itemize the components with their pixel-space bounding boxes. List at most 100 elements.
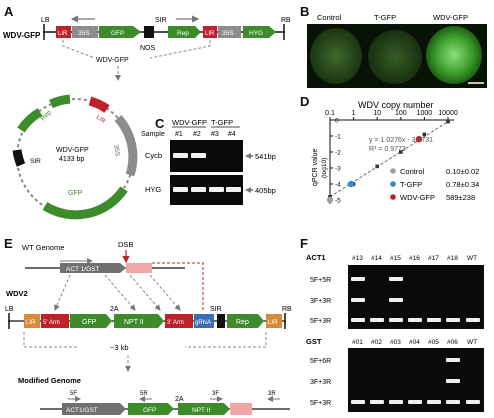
- legend-swatch-wdvgfp: [390, 194, 396, 200]
- act1-row-5f5r: 5F+5R: [310, 277, 331, 284]
- replicon-gfp-arc: [42, 186, 128, 220]
- sample-point-wdv-gfp: [415, 136, 423, 143]
- replicon-rep-arc: [49, 94, 71, 109]
- band-hyg-4: [226, 187, 241, 192]
- hr-arrow-4: [149, 274, 181, 311]
- y-tick-label: -1: [335, 134, 341, 141]
- primer-5r: 5R: [140, 391, 148, 397]
- gst-band-06-b: [446, 379, 460, 383]
- act1-ctrl-18: [446, 318, 460, 322]
- x-tick-label: 0.1: [325, 110, 335, 117]
- gst-ctrl-wt: [466, 400, 480, 404]
- control-leaf: [310, 28, 362, 84]
- sample-point-t-gfp: [347, 180, 355, 188]
- band-cycb-2: [191, 153, 206, 158]
- gst-lane-01: #01: [352, 339, 363, 346]
- lir-label-right: LIR: [205, 31, 215, 37]
- gel-size-cycb: 541bp: [255, 152, 276, 161]
- gst-ctrl-02: [370, 400, 384, 404]
- lir-box-left: [56, 26, 71, 38]
- hr-arrow-1: [54, 274, 71, 311]
- act1-band-13-b: [351, 298, 365, 302]
- photo-label-wdvgfp: WDV-GFP: [433, 13, 468, 22]
- mod-nptii-label: NPT II: [192, 407, 210, 414]
- gst-row-3f3r: 3F+3R: [310, 379, 331, 386]
- legend-swatch-tgfp: [390, 181, 396, 187]
- mod-3arm-region: [230, 403, 252, 415]
- gst-lane-06: #06: [447, 339, 458, 346]
- gst-row-5f3r: 5F+3R: [310, 400, 331, 407]
- gst-row-5f6r: 5F+6R: [310, 358, 331, 365]
- wdv2-5arm-label: 5' Arm: [43, 320, 60, 326]
- mod-2a-label: 2A: [175, 396, 184, 403]
- p35s-label: 35S: [78, 30, 90, 37]
- gst-lane-02: #02: [371, 339, 382, 346]
- act1-title: ACT1: [306, 253, 326, 262]
- act1-lane-18: #18: [447, 255, 458, 262]
- standard-point: [446, 119, 450, 124]
- wdv2-lir-label-left: LIR: [26, 320, 36, 326]
- y-tick-label: 0: [335, 118, 339, 125]
- gel-group-wdvgfp: WDV-GFP: [172, 118, 207, 127]
- wdv2-grna-label: gRNA: [195, 320, 211, 326]
- act1-lane-wt: WT: [467, 255, 477, 262]
- panel-c-letter: C: [155, 116, 165, 131]
- gel-group-tgfp: T-GFP: [211, 118, 233, 127]
- wt-act-gst-box: [60, 263, 126, 273]
- act1-ctrl-14: [370, 318, 384, 322]
- legend-value-wdvgfp: 589±238: [446, 193, 475, 202]
- act1-control-bands: [351, 318, 480, 322]
- act1-lane-13: #13: [352, 255, 363, 262]
- gel-row-hyg: HYG: [145, 185, 161, 194]
- wt-3arm-region: [126, 263, 152, 273]
- wdv2-grna: [194, 314, 214, 328]
- y-tick-label: -4: [335, 182, 341, 189]
- nos-label: NOS: [140, 45, 156, 52]
- wdv2-rep-label: Rep: [236, 319, 249, 326]
- lir-box-right: [203, 26, 217, 38]
- circle-size: 4133 bp: [59, 156, 84, 163]
- wdv2-sir-label: SIR: [210, 306, 222, 313]
- circle-title: WDV-GFP: [56, 147, 89, 154]
- wdv2-sir: [217, 314, 225, 328]
- wdv2-label: WDV2: [6, 289, 28, 298]
- wdv2-gfp-label: GFP: [82, 319, 97, 326]
- excision-line-right: [149, 40, 211, 59]
- y-tick-label: -5: [335, 198, 341, 205]
- legend-value-control: 0.10±0.02: [446, 167, 479, 176]
- wdv2-lir-right: [266, 314, 282, 328]
- panel-a: A WDV-GFP LB RB LIR 35S GFP SIR NOS Rep …: [3, 4, 291, 220]
- x-tick-label: 1000: [417, 110, 433, 117]
- primer-5f: 5F: [70, 391, 77, 397]
- gst-lane-labels: #01 #02 #03 #04 #05 #06 WT: [352, 339, 477, 346]
- legend-swatch-control: [390, 168, 396, 174]
- size-bracket-right: [185, 332, 267, 348]
- hyg-label: HYG: [249, 30, 263, 37]
- primer-3f: 3F: [212, 391, 219, 397]
- p35s-box-2: [218, 26, 241, 38]
- standard-point: [399, 150, 403, 154]
- photo-label-control: Control: [317, 13, 342, 22]
- sample-label: Sample: [141, 131, 165, 138]
- x-tick-label: 1: [352, 110, 356, 117]
- y-tick-label: -2: [335, 150, 341, 157]
- replicon-sir-arc: [12, 149, 26, 167]
- wdv2-gfp: [70, 314, 112, 328]
- wt-genome-label: WT Genome: [22, 243, 64, 252]
- grna-target-line: [152, 262, 204, 310]
- act1-ctrl-wt: [466, 318, 480, 322]
- replicon-35s-arc: [114, 114, 138, 177]
- mod-gfp-label: GFP: [143, 407, 156, 414]
- wdv2-nptii: [114, 314, 164, 328]
- circle-lir-label: LIR: [95, 115, 107, 126]
- y-axis-title: qPCR value: [312, 149, 319, 186]
- x-tick-label: 10: [373, 110, 381, 117]
- lane-2: #2: [193, 131, 201, 138]
- lb-label: LB: [41, 17, 50, 24]
- standard-point: [375, 164, 379, 169]
- gst-ctrl-04: [408, 400, 422, 404]
- act1-band-13-a: [351, 277, 365, 281]
